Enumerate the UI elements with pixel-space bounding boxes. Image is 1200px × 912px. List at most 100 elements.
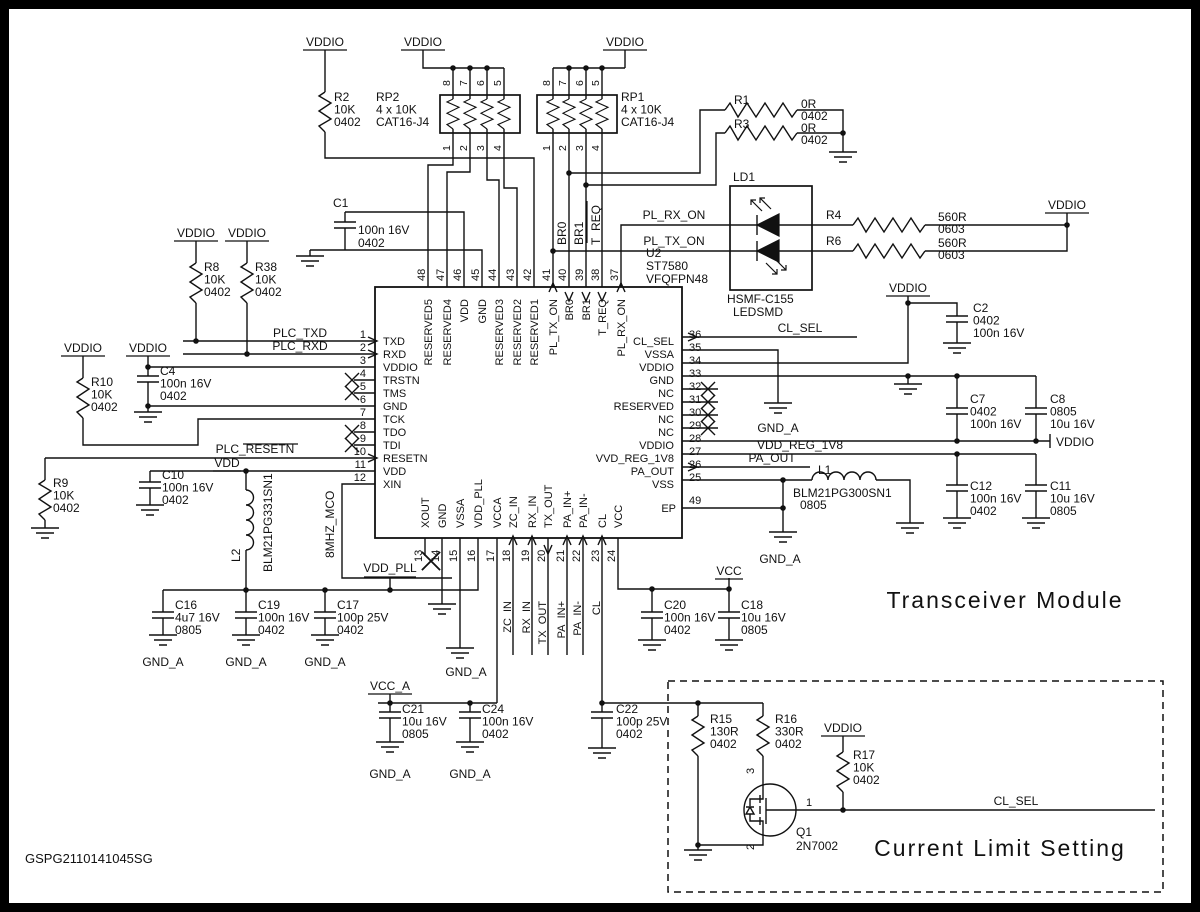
label-parts-l2-l2: BLM21PG331SN1 — [261, 473, 275, 572]
pin-name-tms: TMS — [383, 388, 406, 400]
part-label-c8-ref: C8 — [1050, 392, 1066, 406]
pin-name-pa_in+: PA_IN+ — [562, 491, 574, 528]
part-label-c24-ref: C24 — [482, 702, 504, 716]
pin-name-vcc: VCC — [613, 505, 625, 528]
label-parts-c18-l2: 10u 16V — [741, 611, 786, 625]
label-parts-r2-l2: 10K — [334, 103, 355, 117]
pin-number-29: 29 — [689, 420, 701, 432]
label-parts-l1-ref: L1 — [818, 463, 832, 477]
label-parts-r4-l3: 0603 — [938, 222, 965, 236]
pin-name-nc: NC — [658, 388, 674, 400]
label-parts-r8-l2: 10K — [204, 273, 225, 287]
part-label-r10-ref: R10 — [91, 375, 113, 389]
pin-number-25: 25 — [689, 472, 701, 484]
pin-number-45: 45 — [470, 269, 482, 281]
part-label-r2-ref: R2 — [334, 90, 350, 104]
pin-name-vdd: VDD — [383, 466, 406, 478]
part-label-c20-ref: C20 — [664, 598, 686, 612]
pin-number-4: 4 — [360, 368, 366, 380]
pin-number-37: 37 — [609, 269, 621, 281]
current-limit-box — [667, 680, 1164, 893]
part-label-rp1-ref: RP1 — [621, 90, 645, 104]
pin-number-24: 24 — [606, 550, 618, 562]
label-parts-l1-l2: BLM21PG300SN1 — [793, 486, 892, 500]
label-parts-c4-l3: 0402 — [160, 389, 187, 403]
pin-name-vdd_pll: VDD_PLL — [473, 479, 485, 528]
pin-number-18: 18 — [501, 550, 513, 562]
label-parts-r6-l2: 560R — [938, 236, 967, 250]
label-nets-gnd_a: GND_A — [757, 421, 798, 435]
label-nets-vdd: VDD — [214, 456, 240, 470]
pin-number-33: 33 — [689, 368, 701, 380]
label-nets-gnd_a: GND_A — [225, 655, 266, 669]
label-parts-c20-l3: 0402 — [664, 623, 691, 637]
label-nets-br0: BR0 — [555, 221, 569, 245]
label-parts-r6-ref: R6 — [826, 234, 842, 248]
pin-name-reserved4: RESERVED4 — [442, 299, 454, 365]
rp-pin-number-6: 6 — [475, 80, 487, 86]
net-label-tx_out: TX_OUT — [537, 601, 549, 645]
label-nets-cl_sel: CL_SEL — [778, 321, 823, 335]
label-nets-gnd_a: GND_A — [759, 552, 800, 566]
label-titles-doc_id: GSPG2110141045SG — [25, 851, 153, 866]
pin-name-gnd: GND — [650, 375, 675, 387]
pin-number-49: 49 — [689, 495, 701, 507]
label-parts-ld1-l2: HSMF-C155 — [727, 292, 794, 306]
pin-number-13: 13 — [413, 550, 425, 562]
pin-number-10: 10 — [354, 446, 366, 458]
pin-name-cl: CL — [597, 514, 609, 528]
part-label-c22-ref: C22 — [616, 702, 638, 716]
pin-name-reserved: RESERVED — [614, 401, 674, 413]
pin-number-15: 15 — [448, 550, 460, 562]
pin-number-14: 14 — [430, 550, 442, 562]
label-parts-c19-l2: 100n 16V — [258, 611, 309, 625]
label-parts-c11-l3: 0805 — [1050, 504, 1077, 518]
label-parts-c11-l2: 10u 16V — [1050, 492, 1095, 506]
pin-number-40: 40 — [557, 269, 569, 281]
rp-pin-number-6: 6 — [574, 80, 586, 86]
pin-name-pa_out: PA_OUT — [631, 466, 674, 478]
label-parts-r1-ref: R1 — [734, 93, 750, 107]
part-label-c12-ref: C12 — [970, 479, 992, 493]
led-ld1 — [729, 185, 813, 291]
label-parts-r38-l2: 10K — [255, 273, 276, 287]
label-parts-c22-l2: 100p 25V — [616, 715, 667, 729]
label-parts-c8-l2: 0805 — [1050, 405, 1077, 419]
pin-name-resetn: RESETN — [383, 453, 428, 465]
label-parts-rp2-l3: CAT16-J4 — [376, 115, 429, 129]
pin-name-reserved2: RESERVED2 — [512, 299, 524, 365]
label-parts-r17-l2: 10K — [853, 761, 874, 775]
led-emission-arrows-top — [750, 197, 772, 212]
label-nets-vddio: VDDIO — [1048, 198, 1086, 212]
label-parts-c2-l2: 0402 — [973, 314, 1000, 328]
label-parts-r1-l2: 0R — [801, 97, 817, 111]
ic-u2-body — [374, 286, 683, 539]
rp-pin-number-7: 7 — [557, 80, 569, 86]
label-parts-c1-ref: C1 — [333, 196, 349, 210]
pin-number-19: 19 — [520, 550, 532, 562]
rp-pin-number-4: 4 — [492, 145, 504, 151]
label-parts-q1-l2: 2N7002 — [796, 839, 838, 853]
label-parts-ld1-ref: LD1 — [733, 170, 755, 184]
pin-name-gnd: GND — [477, 299, 489, 324]
label-parts-r15-l2: 130R — [710, 725, 739, 739]
pin-number-21: 21 — [555, 550, 567, 562]
rp-pin-number-3: 3 — [574, 145, 586, 151]
pin-number-41: 41 — [541, 269, 553, 281]
pin-name-cl_sel: CL_SEL — [633, 336, 674, 348]
net-label-zc_in: ZC_IN — [502, 601, 514, 633]
rp-pin-number-2: 2 — [458, 145, 470, 151]
pin-number-12: 12 — [354, 472, 366, 484]
rp1-body — [536, 94, 618, 134]
pin-number-46: 46 — [452, 269, 464, 281]
pin-name-vssa: VSSA — [455, 498, 467, 528]
pin-name-rxd: RXD — [383, 349, 406, 361]
rp2-body — [439, 94, 521, 134]
pin-number-47: 47 — [435, 269, 447, 281]
label-parts-c1-l2: 100n 16V — [358, 223, 409, 237]
pin-number-17: 17 — [485, 550, 497, 562]
pin-number-38: 38 — [590, 269, 602, 281]
label-nets-gnd_a: GND_A — [449, 767, 490, 781]
label-parts-r16-l2: 330R — [775, 725, 804, 739]
